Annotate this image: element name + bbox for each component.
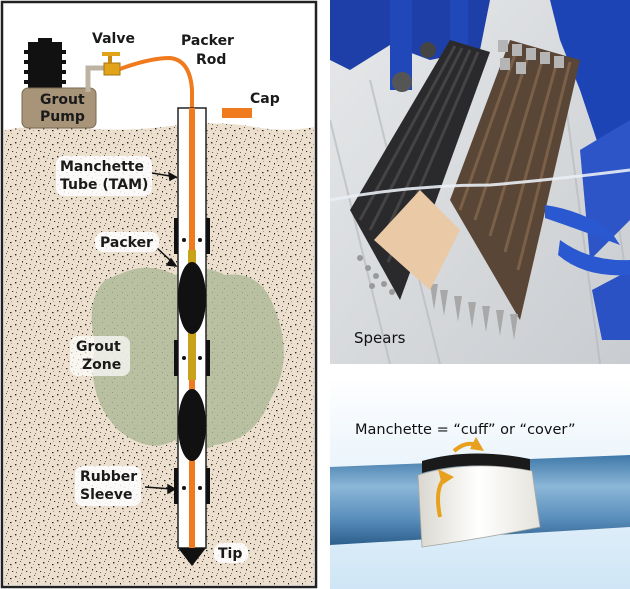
spears-photo-svg: Spears [330,0,630,364]
label-manchette-1: Manchette [60,159,144,175]
label-grout-zone-1: Grout [76,339,121,355]
blue-frame [330,0,630,340]
grout-pump [21,38,97,129]
cuff-opening [422,453,530,473]
spears-photo: Spears [330,0,630,364]
label-manchette-2: Tube (TAM) [60,177,148,193]
cuff-illustration: Manchette = “cuff” or “cover” [330,377,630,589]
label-rubber-sleeve-2: Sleeve [80,487,133,503]
diagram-frame [0,0,318,589]
rubber-sleeve-upper [174,218,210,254]
packer-rod-hose [119,55,194,260]
paper-tag [374,190,460,290]
tam-diagram: Valve Packer Rod Grout Pump Cap Manchett… [0,0,318,589]
label-packer: Packer [100,235,153,251]
spears-caption: Spears [354,329,406,347]
label-valve: Valve [92,31,135,47]
packer-upper [178,262,206,334]
label-rubber-sleeve-1: Rubber [80,469,137,485]
cap [222,108,252,118]
cuff-illustration-svg: Manchette = “cuff” or “cover” [330,377,630,589]
valve-icon [102,52,121,76]
label-packer-rod-2: Rod [196,52,226,68]
label-tip: Tip [218,546,242,562]
label-grout-pump-2: Pump [40,109,85,125]
tip [178,548,206,566]
spear-rods-brown [430,40,580,340]
label-grout-pump-1: Grout [40,92,85,108]
cuff-caption: Manchette = “cuff” or “cover” [355,422,576,438]
rubber-sleeve-middle [174,340,210,376]
label-packer-rod-1: Packer [181,33,234,49]
cuff [417,465,541,548]
rubber-sleeve-lower [174,468,210,504]
packer-leader [156,247,173,263]
blue-straps [545,205,630,276]
packer-lower [178,389,206,461]
tam-diagram-svg: Valve Packer Rod Grout Pump Cap Manchett… [0,0,318,589]
label-cap: Cap [250,91,280,107]
pump-pipe [85,65,108,92]
label-grout-zone-2: Zone [82,357,121,373]
